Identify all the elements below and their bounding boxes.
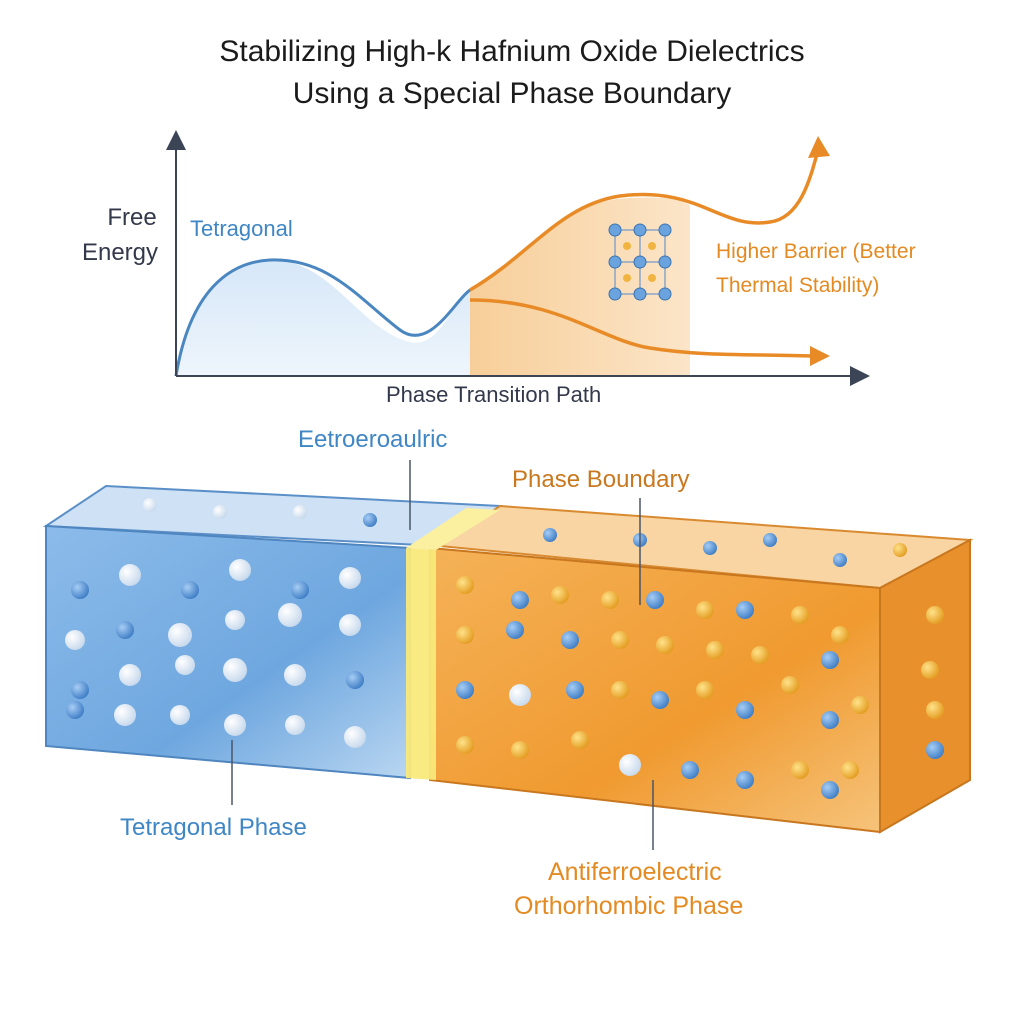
barrier-curve-lower	[469, 298, 813, 358]
orthorhombic-atoms	[456, 528, 944, 799]
barrier-arrow-head-lower	[810, 346, 830, 366]
phase-boundary-slab	[406, 548, 436, 780]
title-line-1: Stabilizing High-k Hafnium Oxide Dielect…	[219, 35, 805, 68]
title-line-2: Using a Special Phase Boundary	[292, 77, 732, 110]
crystal-top-label: Eetroeroaulric	[298, 426, 448, 453]
tetragonal-curve	[174, 258, 471, 377]
orthorhombic-side-face	[879, 538, 971, 834]
energy-plot	[166, 130, 870, 386]
barrier-curve-upper	[469, 149, 820, 292]
tetragonal-curve-label: Tetragonal	[190, 216, 293, 241]
y-axis-label-line-1: Free	[107, 204, 157, 231]
phase-boundary-label: Phase Boundary	[512, 466, 690, 493]
lattice-inset-icon	[608, 223, 672, 301]
orthorhombic-front-face	[429, 546, 881, 834]
barrier-arrow-head-upper	[808, 136, 830, 158]
crystal-block	[42, 460, 974, 850]
orthorhombic-phase-label-line-2: Orthorhombic Phase	[514, 892, 744, 920]
barrier-label-line-1: Higher Barrier (Better	[716, 240, 916, 263]
phase-boundary-top	[406, 508, 500, 550]
tetragonal-phase-label: Tetragonal Phase	[120, 814, 307, 841]
tetragonal-atoms	[65, 498, 377, 748]
x-axis-label: Phase Transition Path	[386, 382, 602, 407]
tetragonal-area	[176, 259, 470, 376]
barrier-area	[470, 197, 690, 376]
orthorhombic-phase-label-line-1: Antiferroelectric	[548, 858, 722, 886]
y-axis-label-line-2: Energy	[81, 239, 159, 266]
barrier-label-line-2: Thermal Stability)	[716, 274, 880, 297]
